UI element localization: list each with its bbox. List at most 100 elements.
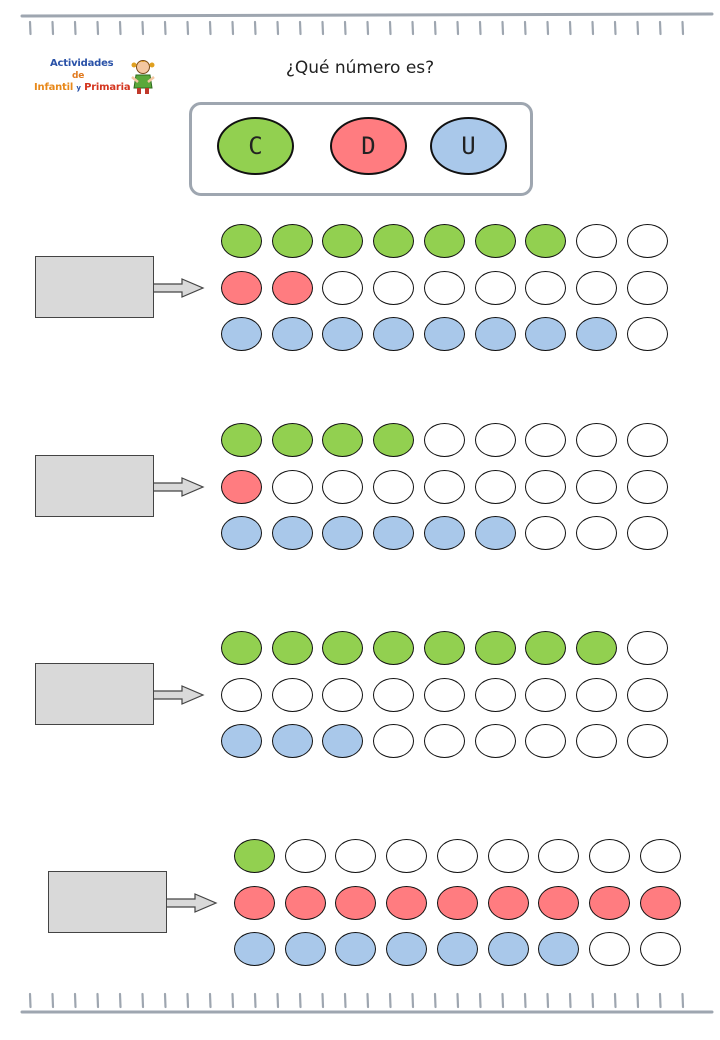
answer-box[interactable] xyxy=(48,871,167,933)
bead-empty xyxy=(525,270,567,305)
bead-empty xyxy=(474,677,516,712)
bead-d-filled xyxy=(284,885,326,920)
legend-unidades-circle: U xyxy=(430,117,507,175)
bead-u-filled xyxy=(221,516,262,550)
bead-u-filled xyxy=(234,932,275,966)
bead-empty xyxy=(474,724,516,758)
bead-empty xyxy=(626,469,668,504)
arrow-icon xyxy=(167,893,218,913)
bead-d-filled xyxy=(639,885,681,920)
bead-empty xyxy=(538,839,580,873)
bead-empty xyxy=(271,469,313,504)
bead-d-filled xyxy=(335,885,377,920)
bead-u-filled xyxy=(538,932,580,966)
bead-u-filled xyxy=(284,932,326,966)
bead-c-filled xyxy=(271,631,313,665)
bead-c-filled xyxy=(234,839,275,873)
bead-empty xyxy=(474,270,516,305)
arrow-icon xyxy=(154,477,205,497)
bead-empty xyxy=(626,677,668,712)
bead-c-filled xyxy=(373,224,415,258)
bead-empty xyxy=(575,270,617,305)
bead-c-filled xyxy=(373,631,415,665)
bead-empty xyxy=(373,270,415,305)
arrow-icon xyxy=(154,685,205,705)
bead-empty xyxy=(525,423,567,457)
logo: Actividades de Infantil y Primaria xyxy=(34,58,164,102)
bead-empty xyxy=(588,932,630,966)
bead-d-filled xyxy=(271,270,313,305)
bead-u-filled xyxy=(474,317,516,351)
legend-centenas-circle: C xyxy=(217,117,294,175)
child-mascot-icon xyxy=(131,60,155,94)
bead-u-filled xyxy=(373,516,415,550)
bead-empty xyxy=(423,677,465,712)
bead-c-filled xyxy=(322,631,364,665)
bead-empty xyxy=(322,677,364,712)
bead-c-filled xyxy=(221,631,262,665)
bead-empty xyxy=(575,469,617,504)
bead-u-filled xyxy=(322,317,364,351)
bead-u-filled xyxy=(386,932,428,966)
place-value-legend: C D U xyxy=(189,102,533,196)
bead-c-filled xyxy=(525,224,567,258)
bead-empty xyxy=(626,270,668,305)
bead-empty xyxy=(423,270,465,305)
bead-u-filled xyxy=(322,724,364,758)
bead-empty xyxy=(525,677,567,712)
bead-c-filled xyxy=(575,631,617,665)
answer-box[interactable] xyxy=(35,663,154,725)
bead-empty xyxy=(271,677,313,712)
bead-d-filled xyxy=(588,885,630,920)
bead-empty xyxy=(386,839,428,873)
bead-c-filled xyxy=(474,224,516,258)
bead-c-filled xyxy=(322,423,364,457)
bead-u-filled xyxy=(271,317,313,351)
bead-u-filled xyxy=(436,932,478,966)
bead-u-filled xyxy=(487,932,529,966)
bead-empty xyxy=(423,469,465,504)
bead-empty xyxy=(626,317,668,351)
bead-empty xyxy=(639,839,681,873)
bead-u-filled xyxy=(271,724,313,758)
bead-empty xyxy=(525,469,567,504)
bead-c-filled xyxy=(271,224,313,258)
bead-empty xyxy=(626,423,668,457)
bead-empty xyxy=(322,270,364,305)
bead-c-filled xyxy=(322,224,364,258)
bead-c-filled xyxy=(373,423,415,457)
bead-u-filled xyxy=(575,317,617,351)
logo-text-line2: de xyxy=(72,71,85,81)
bead-empty xyxy=(436,839,478,873)
bead-c-filled xyxy=(221,423,262,457)
bead-d-filled xyxy=(234,885,275,920)
bead-empty xyxy=(575,516,617,550)
bead-empty xyxy=(373,677,415,712)
bead-d-filled xyxy=(221,270,262,305)
bead-d-filled xyxy=(487,885,529,920)
answer-box[interactable] xyxy=(35,455,154,517)
bead-u-filled xyxy=(221,317,262,351)
logo-text-infantil: Infantil xyxy=(34,82,74,93)
arrow-icon xyxy=(154,278,205,298)
bead-empty xyxy=(525,516,567,550)
bead-empty xyxy=(626,724,668,758)
page-title: ¿Qué número es? xyxy=(285,58,435,78)
bead-u-filled xyxy=(525,317,567,351)
bead-u-filled xyxy=(423,516,465,550)
bead-empty xyxy=(588,839,630,873)
bead-empty xyxy=(423,423,465,457)
bead-d-filled xyxy=(221,469,262,504)
bead-u-filled xyxy=(474,516,516,550)
bead-c-filled xyxy=(271,423,313,457)
bead-empty xyxy=(423,724,465,758)
logo-text-line1: Actividades xyxy=(50,58,114,69)
bead-empty xyxy=(373,469,415,504)
bead-d-filled xyxy=(538,885,580,920)
bead-empty xyxy=(639,932,681,966)
bead-u-filled xyxy=(335,932,377,966)
answer-box[interactable] xyxy=(35,256,154,318)
bead-u-filled xyxy=(322,516,364,550)
bead-empty xyxy=(335,839,377,873)
